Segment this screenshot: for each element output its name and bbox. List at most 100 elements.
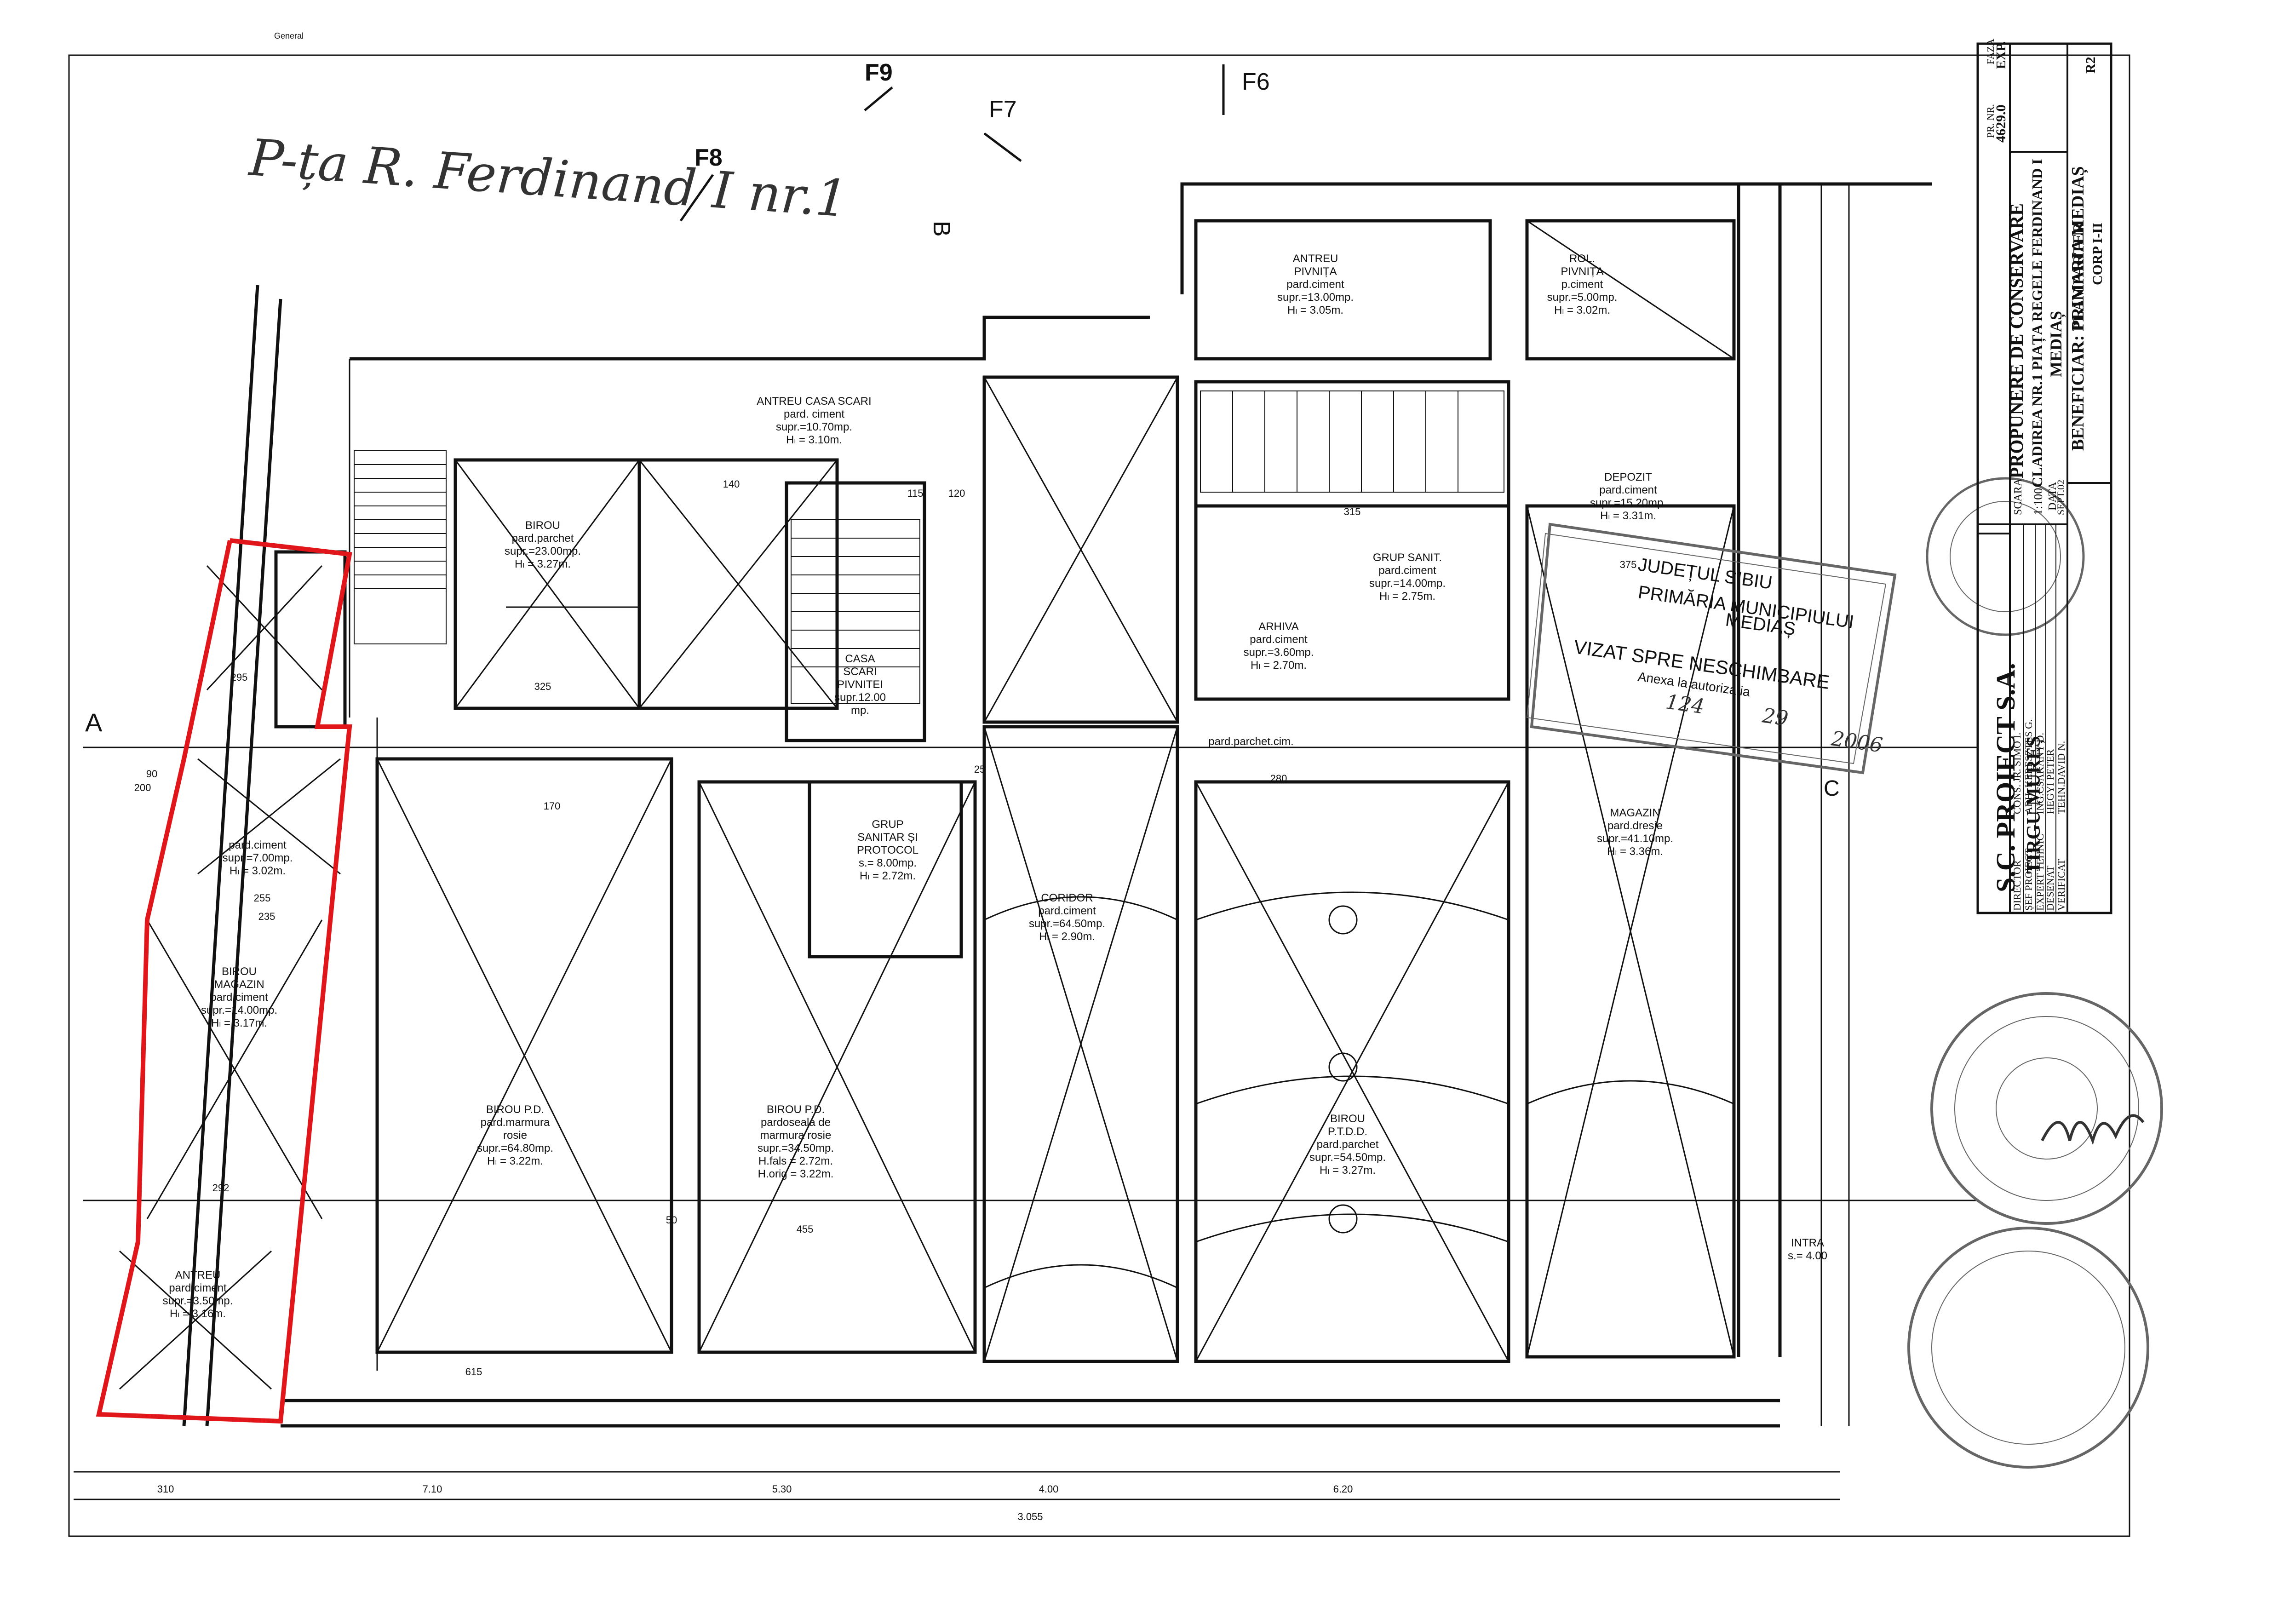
tb-role: EXPERT TEHNIC	[2034, 834, 2046, 911]
room-label-casa-scari-pivnitei: CASA SCARI PIVNITEI supr.12.00 mp.	[834, 653, 886, 717]
svg-text:pard. ciment: pard. ciment	[784, 408, 844, 420]
svg-text:ROL.: ROL.	[1569, 253, 1595, 265]
room-label-coridor: CORIDOR pard.ciment supr.=64.50mp. Hₗ = …	[1029, 892, 1105, 943]
svg-text:pard.ciment: pard.ciment	[1250, 633, 1308, 646]
tb-scara-label: SCARA	[2012, 478, 2024, 515]
dim-label: 235	[258, 911, 276, 922]
svg-text:supr.=14.00mp.: supr.=14.00mp.	[1369, 577, 1446, 590]
dim-label: 280	[1270, 773, 1287, 784]
tb-role-name: ING.CSAKANY D.	[2034, 733, 2046, 814]
svg-text:INTRA: INTRA	[1791, 1237, 1824, 1249]
stamp-number: 124	[1664, 690, 1705, 718]
svg-text:Hₗ = 3.36m.: Hₗ = 3.36m.	[1607, 845, 1663, 858]
room-label-pard-parchet-cim: pard.parchet.cim.	[1208, 735, 1293, 748]
svg-text:PROTOCOL: PROTOCOL	[857, 844, 918, 856]
svg-text:supr.=64.80mp.: supr.=64.80mp.	[477, 1142, 553, 1154]
tb-location: MEDIAȘ	[2047, 311, 2066, 377]
svg-text:pard.ciment: pard.ciment	[1038, 905, 1096, 917]
plan-detail-lines	[74, 184, 1978, 1500]
svg-text:Hₗ = 3.02m.: Hₗ = 3.02m.	[1554, 304, 1610, 316]
dim-label: 315	[1344, 506, 1361, 517]
svg-text:Hₗ = 2.90m.: Hₗ = 2.90m.	[1039, 930, 1095, 943]
tb-roles: DIRECTOR CONS. JR. SIMO I. ȘEF PROIECT A…	[2011, 719, 2067, 911]
tb-project-title: PROPUNERE DE CONSERVARE	[2006, 203, 2027, 478]
marker-f7: F7	[989, 96, 1017, 123]
svg-text:Hₗ = 3.10m.: Hₗ = 3.10m.	[786, 434, 842, 446]
svg-text:MAGAZIN: MAGAZIN	[214, 978, 264, 991]
room-label-birou-ptdd: BIROU P.T.D.D. pard.parchet supr.=54.50m…	[1309, 1113, 1386, 1177]
svg-text:DEPOZIT: DEPOZIT	[1604, 471, 1652, 483]
tb-building: CLADIREA NR.1 PIAȚA REGELE FERDINAND I	[2029, 159, 2046, 488]
svg-text:pard.parchet: pard.parchet	[1317, 1138, 1379, 1151]
dim-label: 25	[974, 764, 985, 775]
dim-label: 5.30	[772, 1483, 792, 1495]
round-stamps	[1907, 477, 2163, 1469]
svg-text:ANTREU: ANTREU	[1293, 253, 1338, 265]
svg-text:supr.12.00: supr.12.00	[834, 691, 886, 704]
room-label-grup-sanitar-protocol: GRUP SANITAR ȘI PROTOCOL s.= 8.00mp. Hₗ …	[857, 818, 918, 882]
marker-c: C	[1824, 776, 1840, 801]
svg-text:supr.=10.70mp.: supr.=10.70mp.	[776, 421, 852, 433]
svg-text:supr.=14.00mp.: supr.=14.00mp.	[201, 1004, 277, 1016]
dim-label: 255	[254, 892, 271, 904]
tb-role: DIRECTOR	[2011, 860, 2023, 911]
svg-text:P.T.D.D.: P.T.D.D.	[1328, 1125, 1367, 1138]
room-label-antreu-casa-scari: ANTREU CASA SCARI pard. ciment supr.=10.…	[757, 395, 871, 446]
svg-text:Hₗ = 3.02m.: Hₗ = 3.02m.	[230, 865, 286, 877]
handwritten-address: P-ța R. Ferdinand I nr.1	[247, 128, 850, 229]
room-label-arhiva: ARHIVA pard.ciment supr.=3.60mp. Hₗ = 2.…	[1244, 620, 1314, 672]
svg-text:p.ciment: p.ciment	[1561, 278, 1603, 291]
tb-faza-value: EXP.	[1994, 41, 2009, 69]
svg-text:supr.=23.00mp.: supr.=23.00mp.	[505, 545, 581, 557]
svg-text:supr.=64.50mp.: supr.=64.50mp.	[1029, 918, 1105, 930]
svg-text:ANTREU: ANTREU	[175, 1269, 221, 1281]
tb-company: S.C. PROIECT S.A.	[1991, 663, 2020, 893]
svg-text:supr.=15.20mp.: supr.=15.20mp.	[1590, 497, 1666, 509]
svg-text:Hₗ = 3.17m.: Hₗ = 3.17m.	[211, 1017, 267, 1029]
tb-pr-nr-label: PR. NR.	[1985, 104, 1996, 138]
svg-text:pard.ciment: pard.ciment	[229, 839, 287, 851]
tb-role: VERIFICAT	[2055, 859, 2067, 911]
room-label-intrare: INTRA s.= 4.00	[1788, 1237, 1827, 1262]
dim-label: 3.055	[1017, 1511, 1043, 1522]
room-label-antreu-left-top: pard.ciment supr.=7.00mp. Hₗ = 3.02m.	[223, 839, 293, 877]
svg-text:BIROU: BIROU	[525, 519, 560, 532]
stamp-year: 2006	[1829, 727, 1884, 757]
svg-text:H.fals = 2.72m.: H.fals = 2.72m.	[758, 1155, 833, 1167]
stamp-day: 29	[1760, 704, 1790, 730]
svg-text:SCARI: SCARI	[843, 666, 877, 678]
tb-pr-nr-value: 4629.0	[1993, 105, 2009, 143]
svg-text:PIVNIȚA: PIVNIȚA	[1294, 265, 1337, 278]
room-label-birou-magazin: BIROU MAGAZIN pard.ciment supr.=14.00mp.…	[201, 965, 277, 1029]
svg-text:mp.: mp.	[851, 704, 869, 717]
tb-role-name: CONS. JR. SIMO I.	[2011, 733, 2023, 814]
room-label-antreu-bottom: ANTREU pard.ciment supr.=3.50mp. Hₗ = 3.…	[163, 1269, 233, 1320]
title-block: S.C. PROIECT S.A. TIRGU MUREȘ PROPUNERE …	[1976, 39, 2112, 914]
room-label-depozit: DEPOZIT pard.ciment supr.=15.20mp. Hₗ = …	[1590, 471, 1666, 522]
svg-text:pard.parchet: pard.parchet	[512, 532, 574, 545]
tb-role-name: HEGYI PETER	[2044, 749, 2056, 814]
room-label-antreu-pivnita: ANTREU PIVNIȚA pard.ciment supr.=13.00mp…	[1277, 253, 1354, 316]
dim-label: 325	[534, 681, 551, 692]
svg-text:pard.marmura: pard.marmura	[481, 1116, 550, 1129]
svg-text:PIVNIȚA: PIVNIȚA	[1561, 265, 1603, 278]
dim-label: 7.10	[423, 1483, 442, 1495]
signature-mark	[2041, 1114, 2145, 1145]
marker-f8: F8	[695, 144, 723, 171]
section-markers: F9 F6 F7 F8 B A C	[85, 59, 1840, 801]
svg-text:supr.=34.50mp.: supr.=34.50mp.	[758, 1142, 834, 1154]
room-label-birou-pd-1: BIROU P.D. pard.marmura rosie supr.=64.8…	[477, 1103, 553, 1167]
svg-text:CASA: CASA	[845, 653, 875, 665]
tb-data-label: DATA	[2047, 482, 2059, 511]
room-label-magazin-right: MAGAZIN pard.dresie supr.=41.10mp. Hₗ = …	[1597, 807, 1673, 858]
svg-text:SANITAR ȘI: SANITAR ȘI	[857, 831, 918, 844]
svg-text:Hₗ = 3.05m.: Hₗ = 3.05m.	[1287, 304, 1343, 316]
dim-label: 615	[465, 1366, 482, 1378]
svg-text:supr.=13.00mp.: supr.=13.00mp.	[1277, 291, 1354, 304]
dim-label: 140	[723, 478, 740, 490]
tb-plan-sub: CORP I-II	[2090, 223, 2105, 285]
svg-text:pard.ciment: pard.ciment	[210, 991, 268, 1004]
svg-text:Hₗ = 3.22m.: Hₗ = 3.22m.	[487, 1155, 543, 1167]
svg-text:MAGAZIN: MAGAZIN	[1610, 807, 1660, 819]
highlight-outline	[96, 538, 352, 1424]
